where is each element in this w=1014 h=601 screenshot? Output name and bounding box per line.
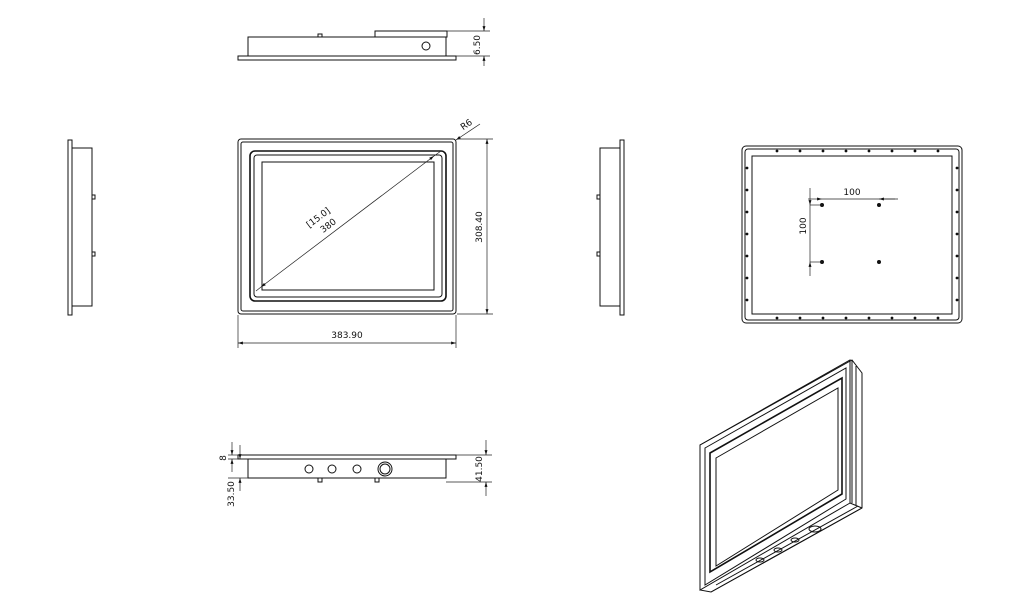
vesa-holes	[820, 203, 881, 264]
top-view: 6.50	[237, 18, 490, 66]
mounting-screw-holes	[745, 149, 959, 320]
bottom-inner-height-label: 33.50	[227, 481, 237, 507]
bottom-total-height-label: 41.50	[475, 456, 485, 482]
corner-radius-label: R6	[459, 118, 475, 133]
isometric-view	[699, 359, 863, 593]
front-view: [15.0] 380 R6 308.40 383.90	[237, 118, 493, 348]
vesa-vertical-label: 100	[799, 217, 809, 234]
back-view: 100 100	[741, 145, 963, 324]
front-width-label: 383.90	[331, 331, 363, 341]
io-ports	[304, 461, 393, 477]
bottom-bezel-label: 8	[219, 455, 229, 461]
iso-io-ports	[755, 525, 822, 563]
bottom-view: 8 33.50 41.50	[219, 440, 492, 507]
left-side-view	[67, 139, 96, 316]
right-side-view	[596, 139, 625, 316]
vesa-horizontal-label: 100	[843, 188, 860, 198]
top-height-label: 6.50	[473, 35, 483, 55]
front-height-label: 308.40	[475, 211, 485, 243]
